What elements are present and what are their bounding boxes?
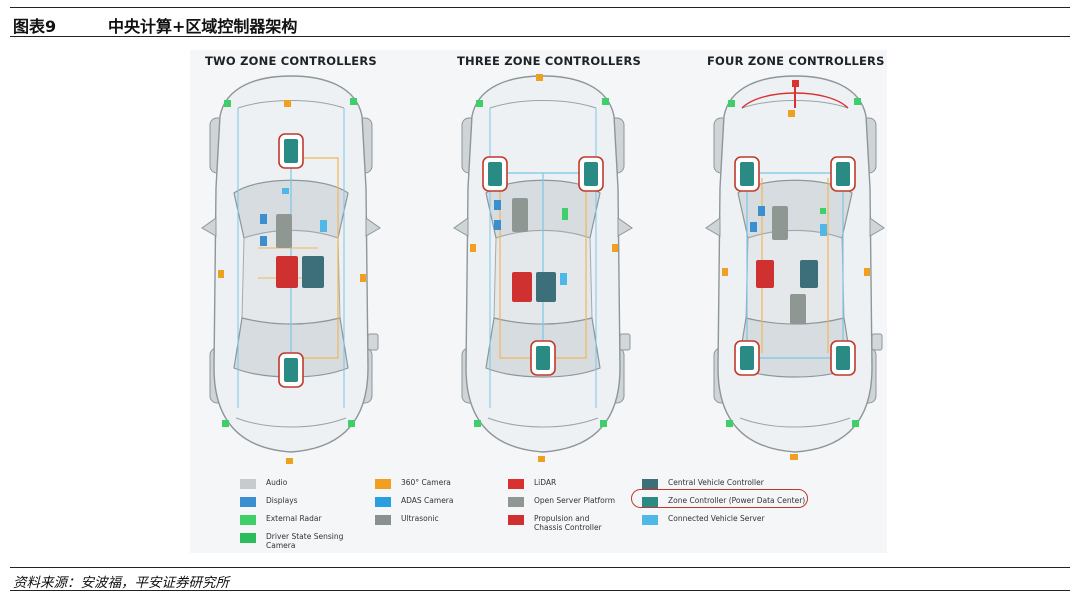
source-bar: 资料来源：安波福，平安证券研究所 <box>10 567 1070 591</box>
propulsion-controller <box>276 256 298 288</box>
figure-header: 图表9 中央计算+区域控制器架构 <box>10 7 1070 37</box>
legend-item-ultrasonic: Ultrasonic <box>375 514 511 525</box>
panel-title-three-zone: THREE ZONE CONTROLLERS <box>457 54 642 68</box>
legend-item-360-camera: 360° Camera <box>375 478 511 489</box>
zone-controller-icon <box>642 497 658 507</box>
car-three-zone <box>453 74 633 462</box>
legend-item-propulsion: Propulsion and Chassis Controller <box>508 514 614 532</box>
propulsion-icon <box>508 515 524 525</box>
adas-camera-icon <box>375 497 391 507</box>
legend-item-adas-camera: ADAS Camera <box>375 496 511 507</box>
car-two-zone <box>201 75 381 464</box>
legend-item-driver-camera: Driver State Sensing Camera <box>240 532 351 550</box>
panel-title-two-zone: TWO ZONE CONTROLLERS <box>205 54 377 68</box>
open-server-icon <box>508 497 524 507</box>
audio-icon <box>240 479 256 489</box>
zone-controller-rear <box>278 352 304 388</box>
zone-controller-legend-highlight <box>631 489 808 508</box>
displays-icon <box>240 497 256 507</box>
central-controller-icon <box>642 479 658 489</box>
figure-number: 图表9 <box>13 17 57 36</box>
figure-title: 中央计算+区域控制器架构 <box>108 17 298 36</box>
360-camera-icon <box>375 479 391 489</box>
vehicle-architecture-diagram <box>201 74 885 464</box>
legend: Audio Displays External Radar Driver Sta… <box>240 474 860 554</box>
source-note: 资料来源：安波福，平安证券研究所 <box>13 575 229 591</box>
panel-title-four-zone: FOUR ZONE CONTROLLERS <box>707 54 885 68</box>
driver-camera-icon <box>240 533 256 543</box>
legend-item-zone-controller: Zone Controller (Power Data Center) <box>642 496 813 507</box>
legend-item-displays: Displays <box>240 496 376 507</box>
lidar-icon <box>508 479 524 489</box>
connected-server-icon <box>642 515 658 525</box>
legend-item-connected-server: Connected Vehicle Server <box>642 514 808 525</box>
ultrasonic-icon <box>375 515 391 525</box>
legend-item-open-server: Open Server Platform <box>508 496 644 507</box>
open-server-platform <box>276 214 292 248</box>
external-radar-icon <box>240 515 256 525</box>
zone-controller-front <box>278 133 304 169</box>
central-vehicle-controller <box>302 256 324 288</box>
legend-item-external-radar: External Radar <box>240 514 376 525</box>
car-four-zone <box>705 75 885 460</box>
legend-item-central-controller: Central Vehicle Controller <box>642 478 808 489</box>
legend-item-audio: Audio <box>240 478 376 489</box>
legend-item-lidar: LiDAR <box>508 478 644 489</box>
